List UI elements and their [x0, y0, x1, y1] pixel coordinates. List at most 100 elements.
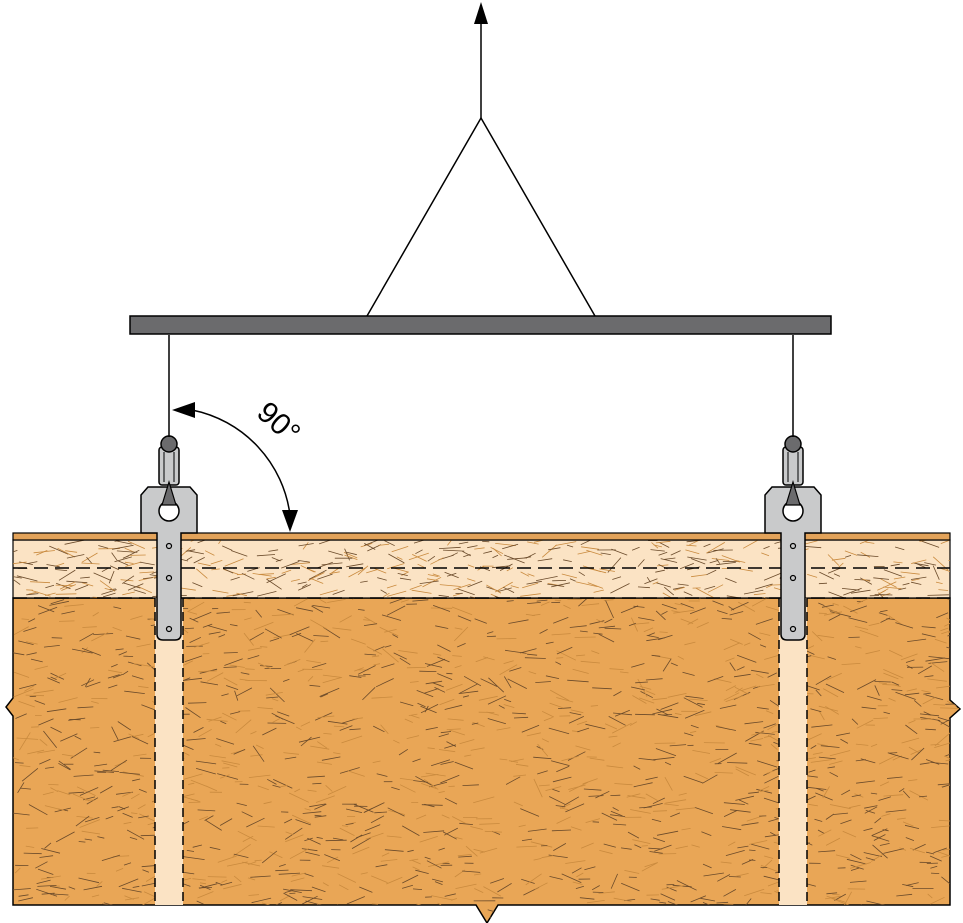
- strand: [57, 547, 76, 558]
- strand: [655, 748, 677, 757]
- strand: [319, 599, 327, 604]
- strand: [76, 816, 93, 819]
- strand: [388, 553, 405, 564]
- strand: [376, 773, 388, 777]
- strand: [818, 850, 836, 853]
- strand: [432, 605, 451, 612]
- strand: [318, 540, 332, 545]
- strand: [498, 704, 505, 709]
- strand: [26, 652, 37, 656]
- strand: [363, 807, 373, 813]
- strand: [452, 655, 462, 657]
- strand: [728, 841, 736, 847]
- strand: [543, 717, 553, 722]
- strand: [556, 657, 564, 659]
- strand: [360, 580, 368, 583]
- strand: [441, 814, 450, 819]
- strand: [224, 558, 244, 567]
- strand: [386, 835, 402, 838]
- strand: [627, 795, 646, 799]
- strand: [662, 658, 672, 672]
- strand: [68, 717, 86, 721]
- strand: [364, 540, 380, 546]
- strand: [639, 806, 652, 809]
- strand: [841, 588, 860, 591]
- strand: [26, 593, 39, 596]
- strand: [416, 690, 434, 698]
- strand: [236, 592, 247, 597]
- strand: [26, 641, 38, 645]
- strand: [241, 811, 253, 818]
- strand: [226, 685, 239, 690]
- strand: [954, 770, 960, 780]
- strand: [19, 684, 37, 690]
- strand: [883, 711, 891, 715]
- strand: [420, 704, 439, 714]
- strand: [327, 599, 346, 603]
- strand: [926, 851, 935, 855]
- strand: [599, 850, 613, 855]
- strand: [419, 836, 438, 843]
- strand: [352, 717, 363, 720]
- strand: [415, 549, 423, 555]
- strand: [296, 607, 314, 612]
- strand: [114, 540, 123, 542]
- strand: [396, 556, 403, 560]
- strand: [640, 691, 653, 699]
- strand: [919, 713, 940, 717]
- strand: [908, 779, 918, 782]
- strand: [234, 690, 239, 701]
- strand: [416, 814, 427, 820]
- strand: [14, 762, 24, 764]
- strand: [735, 795, 754, 801]
- strand: [271, 613, 294, 616]
- strand: [459, 739, 475, 745]
- strand: [324, 854, 341, 862]
- strand: [881, 813, 891, 817]
- strand: [890, 563, 900, 567]
- strand: [86, 556, 93, 564]
- strand: [458, 855, 472, 858]
- strand: [402, 874, 419, 884]
- strand: [113, 736, 132, 743]
- strand: [696, 622, 709, 628]
- strand: [195, 768, 216, 775]
- strand: [751, 843, 770, 850]
- strand: [861, 706, 877, 710]
- strand: [124, 690, 145, 694]
- strand: [111, 806, 119, 809]
- strand: [627, 831, 640, 839]
- strand: [652, 756, 675, 761]
- strand: [465, 845, 478, 857]
- strand: [312, 910, 328, 916]
- strand: [391, 786, 400, 791]
- strand: [859, 540, 871, 544]
- strand: [600, 552, 611, 555]
- strand: [184, 793, 195, 797]
- strand: [254, 859, 262, 862]
- strand: [700, 897, 716, 902]
- strand: [929, 855, 942, 862]
- strand: [575, 885, 585, 889]
- strand: [836, 732, 851, 737]
- strand: [613, 823, 627, 826]
- strand: [669, 744, 687, 747]
- strand: [143, 577, 153, 579]
- strand: [53, 893, 69, 896]
- strand: [725, 685, 736, 692]
- strand: [55, 831, 75, 843]
- strand: [383, 592, 390, 598]
- strand: [60, 733, 78, 742]
- strand: [444, 797, 458, 805]
- strand: [757, 684, 775, 688]
- strand: [223, 762, 238, 768]
- strand: [754, 583, 773, 590]
- strand: [555, 661, 562, 665]
- strand: [235, 719, 252, 734]
- strand: [59, 581, 76, 590]
- strand: [505, 776, 521, 785]
- strand: [624, 870, 640, 874]
- strand: [518, 824, 526, 828]
- strand: [373, 663, 381, 666]
- strand: [860, 551, 871, 558]
